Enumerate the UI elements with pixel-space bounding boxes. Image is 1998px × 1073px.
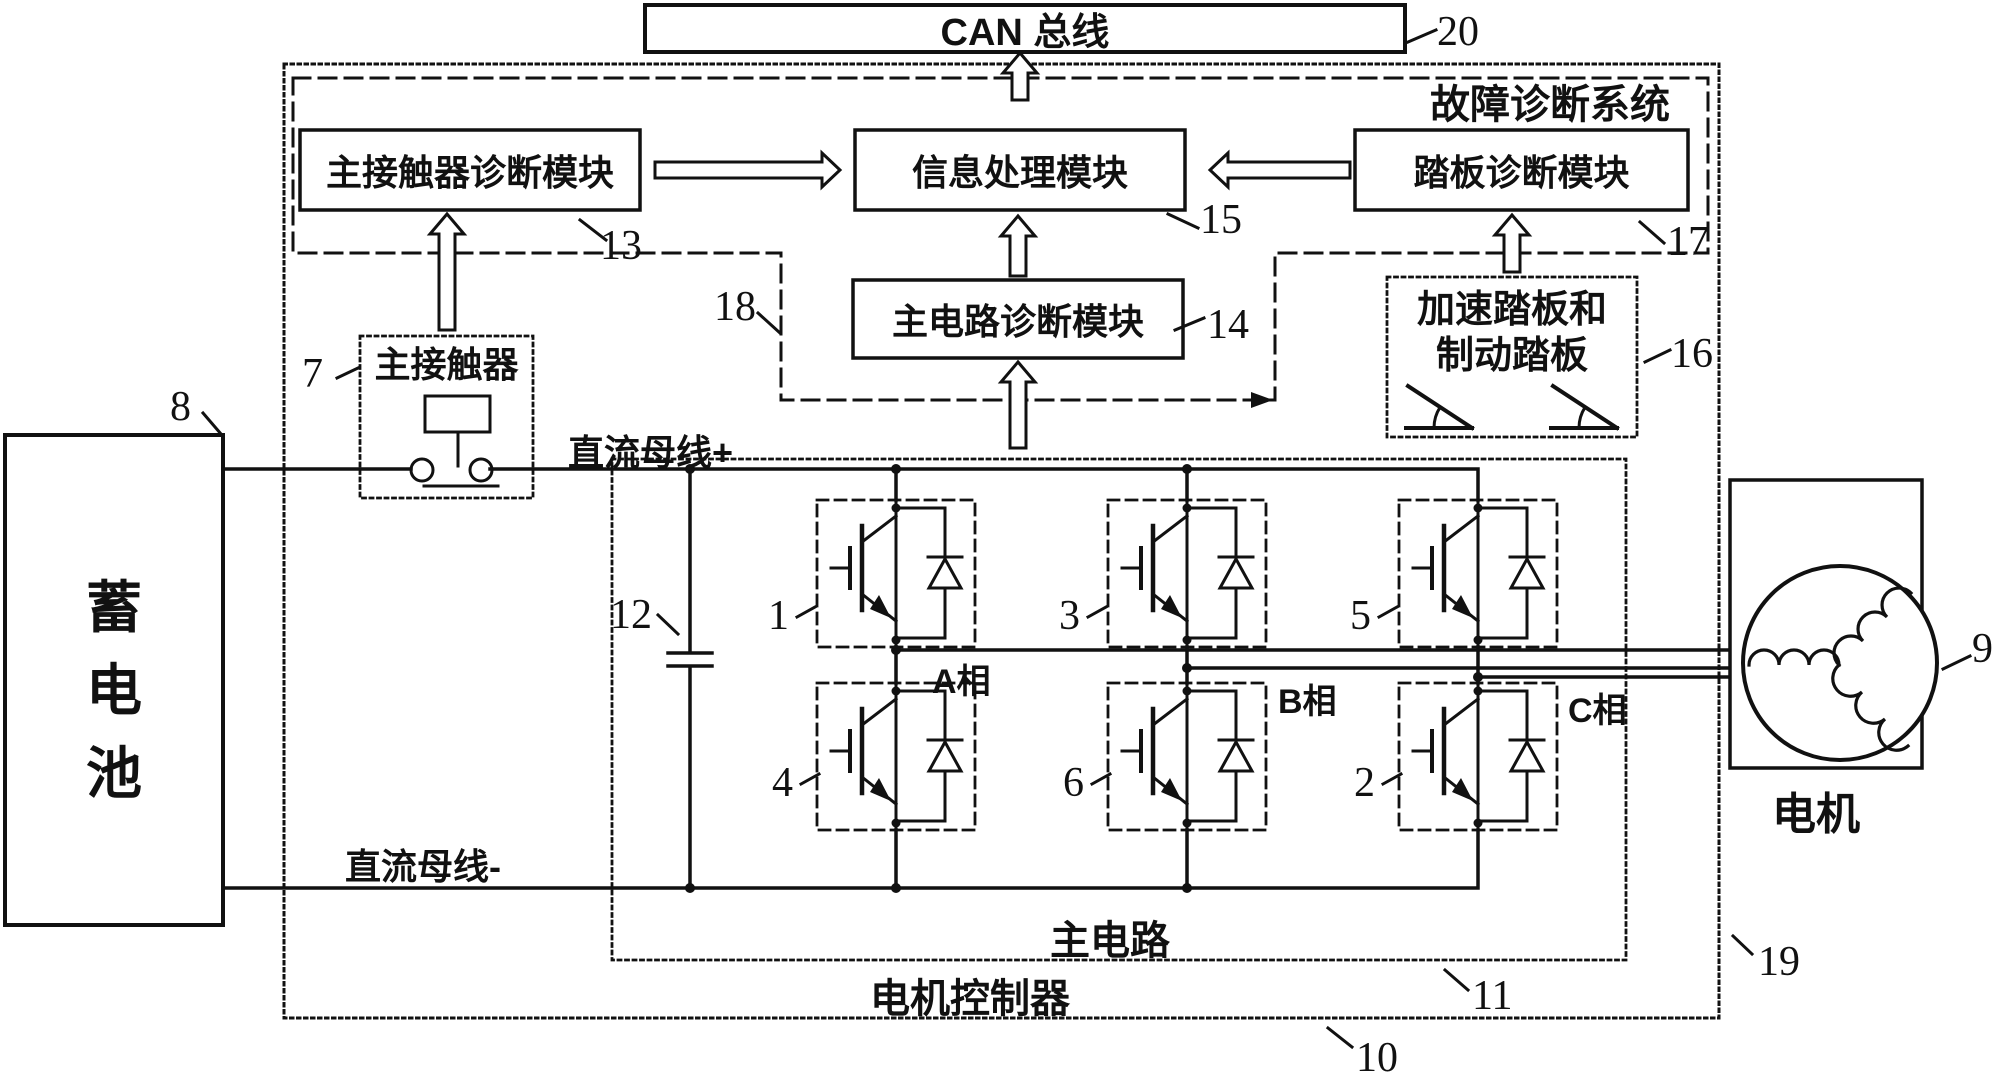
contactor-relay-symbol: [409, 394, 500, 488]
pedals-label-line1: 加速踏板和: [1416, 288, 1607, 331]
bus-plus-rail: [488, 467, 1480, 502]
ref-18: 18: [714, 284, 756, 330]
ref-3: 3: [1059, 593, 1080, 639]
arrow-info-to-can: [999, 50, 1041, 102]
battery-label-char3: 池: [86, 741, 142, 805]
can-bus-box: [643, 3, 1407, 54]
info-processing-box: [853, 128, 1187, 212]
junction-dots: [685, 464, 1483, 893]
ref-5: 5: [1350, 593, 1371, 639]
arrow-pedal-diag-to-info: [1207, 149, 1352, 191]
accelerator-pedal-icon: [1404, 384, 1474, 430]
ref-4: 4: [772, 760, 793, 806]
arrow-contactor-to-diag: [426, 211, 468, 332]
winding-left: [1747, 648, 1841, 667]
ref-20: 20: [1437, 9, 1479, 55]
motor-symbol: [1728, 478, 1939, 770]
main-circuit-boundary: [610, 457, 1628, 962]
flow-arrows: [426, 50, 1533, 450]
main-circuit-diagnosis-label: 主电路诊断模块: [891, 301, 1144, 342]
battery-label-char2: 电: [86, 658, 142, 722]
main-circuit-diagnosis-box: [851, 278, 1185, 360]
dashed-connector-arrowhead: [1251, 392, 1273, 408]
winding-upper: [1832, 586, 1914, 668]
main-contactor-boundary: [358, 334, 535, 500]
winding-lower: [1831, 662, 1911, 752]
ref-16: 16: [1671, 331, 1713, 377]
arrow-pedals-to-pedaldiag: [1491, 212, 1533, 274]
phase-a-label: A相: [932, 663, 991, 701]
contactor-diagnosis-label: 主接触器诊断模块: [325, 152, 614, 193]
phase-b-label: B相: [1278, 683, 1337, 721]
arrow-maindiag-to-info: [997, 213, 1039, 278]
brake-pedal-icon: [1549, 384, 1619, 430]
dc-link-capacitor: [666, 467, 714, 890]
pedals-boundary: [1385, 275, 1639, 439]
pedals-label-line2: 制动踏板: [1435, 334, 1588, 377]
ref-10: 10: [1356, 1035, 1398, 1073]
ref-8: 8: [170, 384, 191, 430]
leg-bottom-returns: [894, 828, 1189, 890]
ref-19: 19: [1758, 939, 1800, 985]
ref-1: 1: [768, 593, 789, 639]
ref-17: 17: [1667, 219, 1709, 265]
ref-7: 7: [302, 351, 323, 397]
bus-minus-rail: [221, 828, 1480, 890]
ref-6: 6: [1063, 760, 1084, 806]
ref-15: 15: [1200, 197, 1242, 243]
battery-box: [3, 433, 225, 927]
arrow-maincircuit-to-maindiag: [997, 359, 1039, 450]
ref-9: 9: [1972, 626, 1993, 672]
contactor-diagnosis-box: [298, 128, 642, 212]
main-circuit-label: 主电路: [1050, 919, 1170, 963]
info-processing-label: 信息处理模块: [911, 152, 1128, 193]
contactor-label: 主接触器: [374, 344, 519, 385]
pedal-diagnosis-label: 踏板诊断模块: [1413, 152, 1630, 193]
fault-system-label: 故障诊断系统: [1430, 83, 1670, 127]
arrow-contactor-diag-to-info: [653, 149, 843, 191]
dc-bus-minus-label: 直流母线-: [345, 846, 501, 887]
phase-c-label: C相: [1568, 692, 1627, 730]
ref-14: 14: [1207, 302, 1249, 348]
pedal-diagnosis-box: [1353, 128, 1690, 212]
ref-12: 12: [610, 592, 652, 638]
battery-label-char1: 蓄: [86, 575, 142, 639]
motor-label: 电机: [1772, 790, 1860, 839]
can-bus-label: CAN 总线: [940, 12, 1110, 54]
ref-13: 13: [600, 223, 642, 269]
reference-ticks: [200, 28, 1973, 1050]
ref-11: 11: [1472, 973, 1513, 1019]
ref-2: 2: [1354, 760, 1375, 806]
motor-controller-boundary: [282, 62, 1721, 1020]
dc-bus-plus-label: 直流母线+: [568, 432, 734, 473]
controller-label: 电机控制器: [870, 977, 1070, 1021]
leg-top-feeds: [894, 467, 1189, 502]
